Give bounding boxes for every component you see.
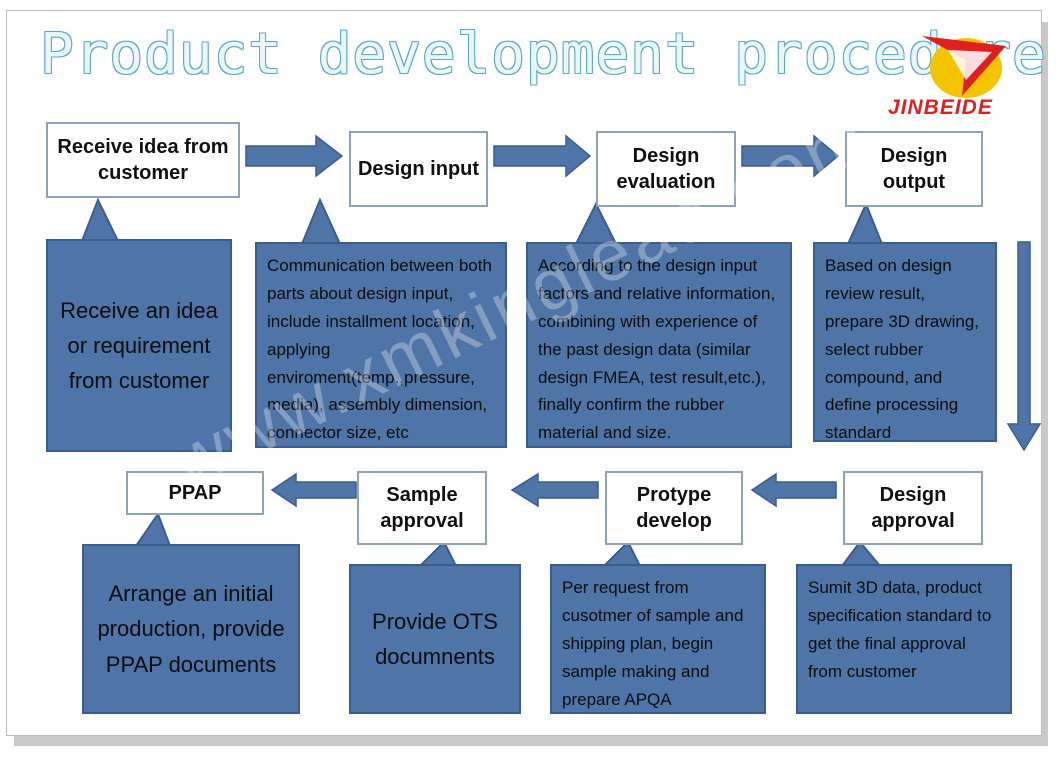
- step-design-evaluation: Design evaluation: [596, 131, 736, 207]
- note-design-output: Based on design review result, prepare 3…: [813, 242, 997, 442]
- note-receive: Receive an idea or requirement from cust…: [46, 239, 232, 452]
- step-receive-idea: Receive idea from customer: [46, 122, 240, 198]
- step-sample-approval: Sample approval: [357, 471, 487, 545]
- note-design-approval: Sumit 3D data, product specification sta…: [796, 564, 1012, 714]
- note-design-evaluation: According to the design input factors an…: [526, 242, 792, 448]
- note-ppap: Arrange an initial production, provide P…: [82, 544, 300, 714]
- step-design-approval: Design approval: [843, 471, 983, 545]
- step-ppap: PPAP: [126, 471, 264, 515]
- note-design-input: Communication between both parts about d…: [255, 242, 507, 448]
- page-title: Product development procedure: [40, 22, 1047, 87]
- note-sample-approval: Provide OTS documnents: [349, 564, 521, 714]
- note-protype-develop: Per request from cusotmer of sample and …: [550, 564, 766, 714]
- step-protype-develop: Protype develop: [605, 471, 743, 545]
- step-design-output: Design output: [845, 131, 983, 207]
- brand-name: JINBEIDE: [888, 96, 993, 119]
- step-design-input: Design input: [349, 131, 488, 207]
